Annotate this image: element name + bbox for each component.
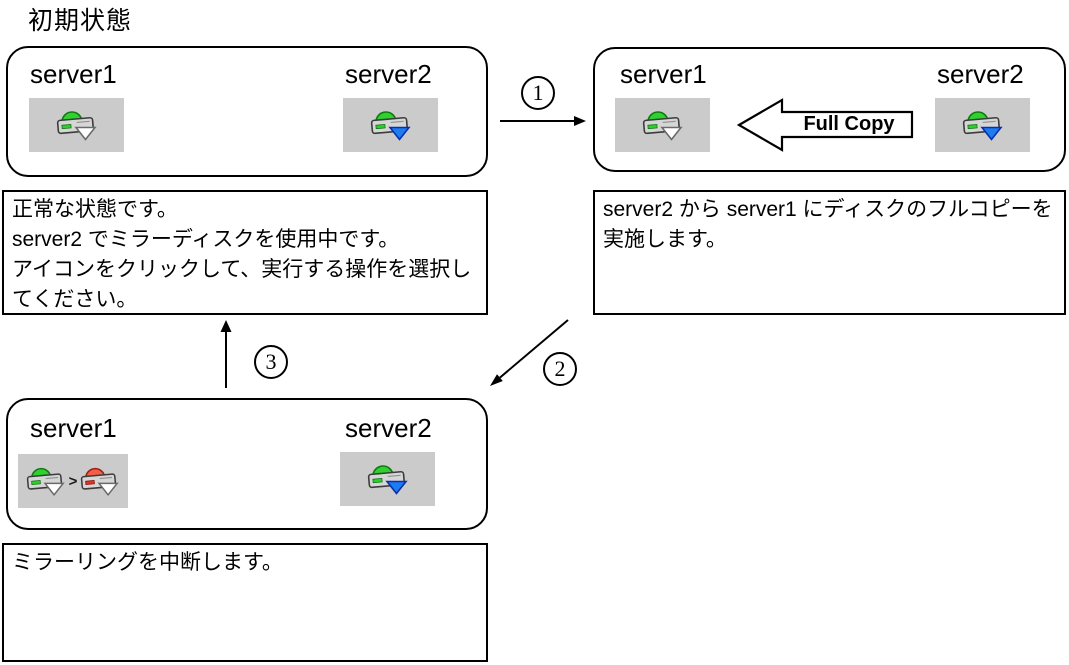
suspend-state-box: server1 > serv bbox=[6, 398, 488, 530]
full-copy-arrow-shape bbox=[737, 98, 914, 152]
note-line: server2 から server1 にディスクのフルコピーを実施します。 bbox=[603, 198, 1053, 251]
step-1-arrow bbox=[500, 116, 586, 126]
disk-normal-active-glyph bbox=[367, 465, 408, 495]
suspend-note: ミラーリングを中断します。 bbox=[2, 543, 488, 662]
mirror-disk-normal-standby-icon[interactable] bbox=[29, 98, 124, 152]
step-1-number: 1 bbox=[532, 80, 544, 105]
step-1-badge: 1 bbox=[521, 76, 555, 110]
mirror-disk-normal-active-icon[interactable] bbox=[935, 98, 1030, 152]
full-copy-arrow: Full Copy bbox=[737, 98, 917, 154]
step-2-arrow bbox=[490, 319, 569, 386]
server1-label: server1 bbox=[30, 59, 117, 89]
mirror-disk-normal-standby-icon[interactable] bbox=[615, 98, 710, 152]
note-line: アイコンをクリックして、実行する操作を選択してください。 bbox=[12, 258, 472, 311]
disk-normal-active-glyph bbox=[962, 111, 1003, 141]
note-line: ミラーリングを中断します。 bbox=[12, 551, 283, 574]
server2-label: server2 bbox=[345, 413, 432, 443]
step-3-arrow bbox=[220, 320, 232, 388]
page-title: 初期状態 bbox=[28, 7, 133, 35]
step-3-badge: 3 bbox=[254, 345, 288, 379]
full-copy-state-box: server1 Full Copy server2 bbox=[593, 47, 1066, 172]
step-3-number: 3 bbox=[265, 349, 277, 374]
mirror-disk-normal-active-icon[interactable] bbox=[340, 452, 435, 506]
full-copy-arrow-label: Full Copy bbox=[803, 113, 895, 135]
disk-normal-standby-glyph bbox=[642, 111, 683, 141]
server2-label: server2 bbox=[345, 59, 432, 89]
disk-normal-standby-glyph bbox=[56, 111, 97, 141]
mirror-disk-error-standby-icon bbox=[81, 467, 120, 497]
server1-label: server1 bbox=[620, 59, 707, 89]
mirror-disk-pair-icon[interactable]: > bbox=[18, 454, 128, 508]
server2-label: server2 bbox=[937, 59, 1024, 89]
initial-state-box: server1 server2 bbox=[6, 46, 488, 177]
pair-separator: > bbox=[68, 472, 78, 490]
note-line: 正常な状態です。 bbox=[12, 198, 178, 221]
note-line: server2 でミラーディスクを使用中です。 bbox=[12, 228, 400, 251]
server1-label: server1 bbox=[30, 413, 117, 443]
mirror-disk-normal-active-icon[interactable] bbox=[343, 98, 438, 152]
full-copy-note: server2 から server1 にディスクのフルコピーを実施します。 bbox=[593, 190, 1066, 315]
initial-state-note: 正常な状態です。 server2 でミラーディスクを使用中です。 アイコンをクリ… bbox=[2, 190, 488, 315]
disk-normal-active-glyph bbox=[370, 111, 411, 141]
step-2-badge: 2 bbox=[543, 352, 577, 386]
step-2-number: 2 bbox=[554, 356, 566, 381]
mirror-disk-normal-standby-icon bbox=[26, 467, 65, 497]
